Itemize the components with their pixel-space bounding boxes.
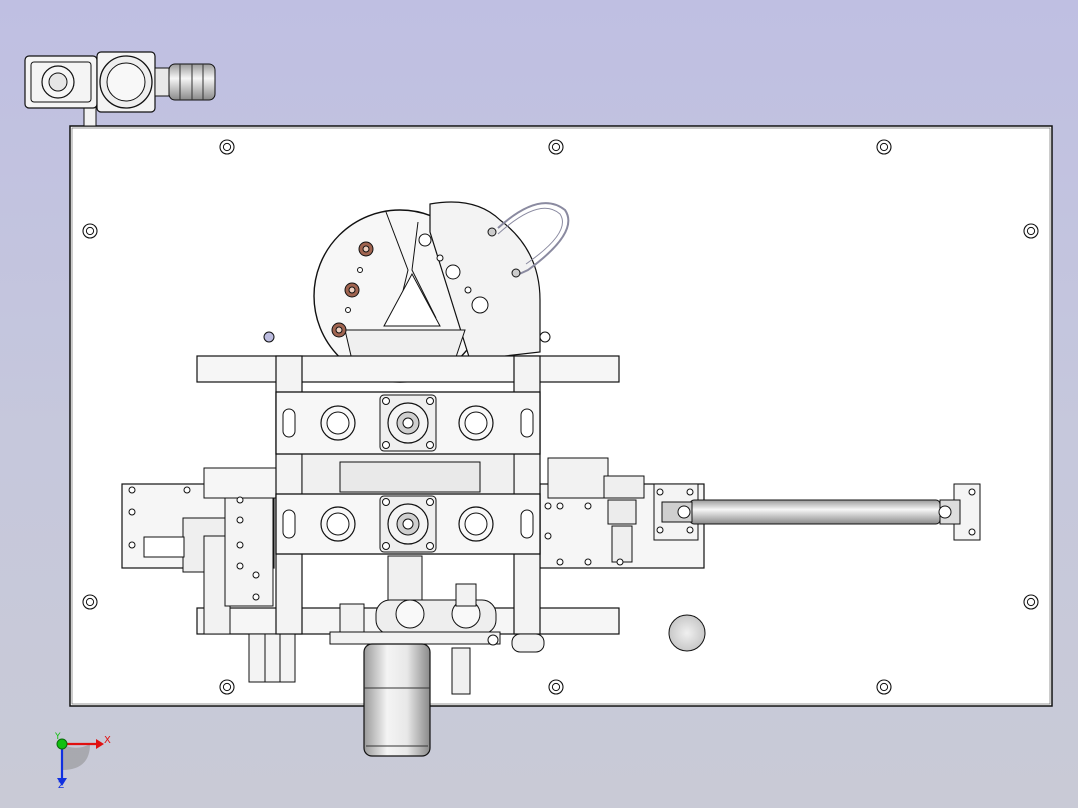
fastener-icon — [584, 502, 592, 510]
sensor-disc[interactable] — [668, 614, 706, 652]
rotary-turntable[interactable] — [263, 201, 570, 383]
fastener-icon — [616, 558, 624, 566]
fastener-icon — [556, 502, 564, 510]
fastener-icon — [656, 488, 664, 496]
z-arrow-icon — [57, 778, 67, 786]
fastener-icon — [686, 488, 694, 496]
fastener-icon — [252, 571, 260, 579]
slot-icon — [520, 509, 534, 539]
coordinate-triad[interactable]: X Y Z — [54, 732, 111, 791]
slot-icon — [282, 509, 296, 539]
fastener-icon — [584, 558, 592, 566]
fastener-icon — [544, 532, 552, 540]
fastener-icon — [236, 541, 244, 549]
triad-x-label: X — [104, 735, 111, 746]
fastener-icon — [686, 526, 694, 534]
fastener-icon — [183, 486, 191, 494]
fastener-icon — [252, 593, 260, 601]
fastener-icon — [236, 496, 244, 504]
slot-icon — [282, 408, 296, 438]
slot-icon — [520, 408, 534, 438]
fastener-icon — [236, 562, 244, 570]
fastener-icon — [236, 516, 244, 524]
fastener-icon — [656, 526, 664, 534]
x-arrow-icon — [96, 739, 104, 749]
left-side-bracket[interactable] — [121, 467, 296, 683]
fastener-icon — [544, 502, 552, 510]
gear-motor-assembly[interactable] — [24, 51, 216, 127]
pneumatic-cylinder[interactable] — [653, 483, 981, 541]
roller-details — [128, 394, 976, 601]
fastener-icon — [968, 528, 976, 536]
drive-motor-cylinder[interactable] — [363, 643, 431, 757]
fastener-icon — [128, 486, 136, 494]
triad-y-label: Y — [54, 732, 61, 742]
triad-z-label: Z — [58, 781, 64, 791]
triad-y-axis-icon — [56, 738, 68, 750]
fastener-icon — [128, 541, 136, 549]
fastener-icon — [556, 558, 564, 566]
fastener-icon — [968, 488, 976, 496]
fastener-icon — [128, 508, 136, 516]
